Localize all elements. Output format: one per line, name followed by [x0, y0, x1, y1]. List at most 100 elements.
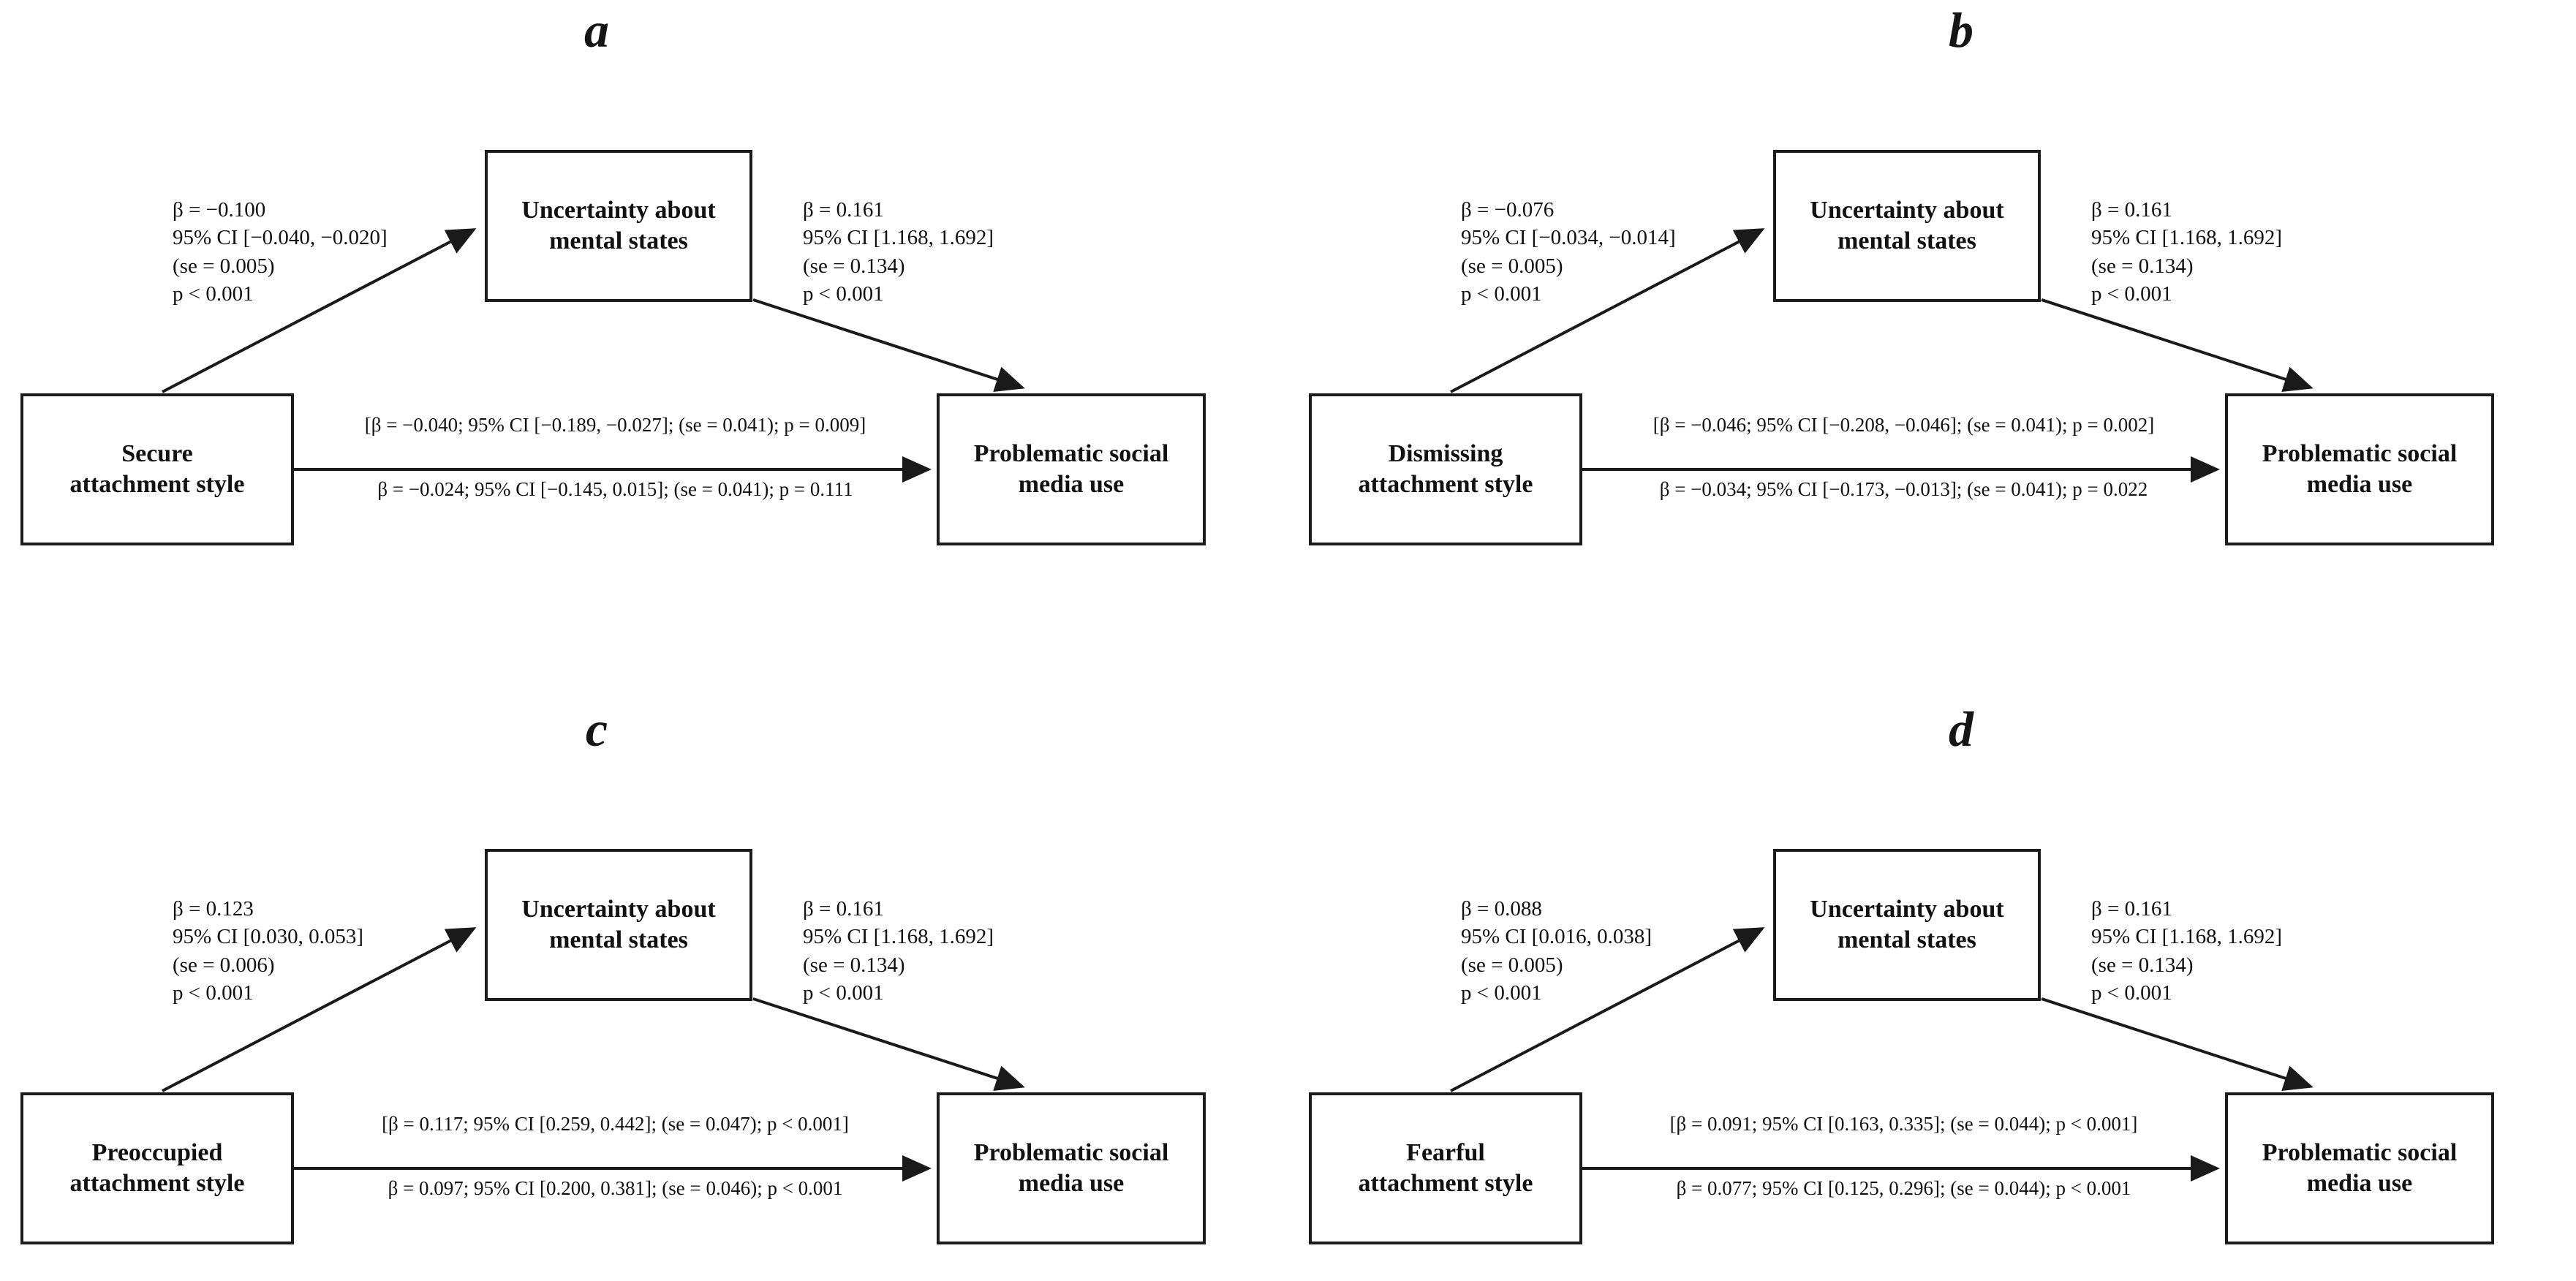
mediator-label-line2: mental states: [1837, 926, 1976, 953]
a-path-se: (se = 0.005): [173, 254, 275, 278]
path-arrows: [1450, 927, 2314, 1182]
b-path-ci: 95% CI [1.168, 1.692]: [2091, 925, 2282, 949]
total-effect-label: [β = 0.091; 95% CI [0.163, 0.335]; (se =…: [1669, 1113, 2138, 1135]
a-path-arrow: [1450, 927, 1765, 1092]
total-effect-label: [β = 0.117; 95% CI [0.259, 0.442]; (se =…: [382, 1113, 849, 1135]
b-path-se: (se = 0.134): [2091, 254, 2194, 278]
a-path-arrow: [1450, 228, 1765, 393]
mediator-box: Uncertainty about mental states: [1773, 150, 2041, 302]
predictor-label-line1: Fearful: [1406, 1138, 1485, 1166]
b-path-stats: β = 0.161 95% CI [1.168, 1.692] (se = 0.…: [803, 895, 994, 1007]
a-path-se: (se = 0.006): [173, 953, 275, 977]
outcome-label-line1: Problematic social: [2262, 1138, 2458, 1166]
b-path-p: p < 0.001: [2091, 281, 2172, 306]
outcome-label-line2: media use: [1018, 471, 1125, 498]
outcome-label: Problematic social media use: [2262, 439, 2458, 501]
b-path-arrow: [752, 997, 1025, 1091]
b-path-arrow: [752, 298, 1025, 392]
mediator-label-line1: Uncertainty about: [521, 895, 716, 923]
path-arrows: [162, 927, 1025, 1182]
panel-letter-a: a: [584, 2, 609, 58]
total-effect-label: [β = −0.040; 95% CI [−0.189, −0.027]; (s…: [364, 414, 866, 436]
a-path-ci: 95% CI [0.016, 0.038]: [1461, 925, 1652, 949]
outcome-box: Problematic social media use: [2225, 1092, 2494, 1244]
predictor-label: Dismissing attachment style: [1359, 439, 1533, 501]
b-path-stats: β = 0.161 95% CI [1.168, 1.692] (se = 0.…: [803, 196, 994, 308]
a-path-p: p < 0.001: [173, 980, 254, 1005]
panel-c: c Uncertainty about mental states: [0, 640, 1288, 1281]
predictor-box: Preoccupied attachment style: [20, 1092, 294, 1244]
predictor-box: Dismissing attachment style: [1309, 393, 1582, 545]
predictor-box: Fearful attachment style: [1309, 1092, 1582, 1244]
b-path-ci: 95% CI [1.168, 1.692]: [803, 226, 994, 250]
mediator-label-line2: mental states: [1837, 227, 1976, 254]
outcome-box: Problematic social media use: [937, 393, 1206, 545]
a-path-ci: 95% CI [0.030, 0.053]: [173, 925, 363, 949]
mediator-label: Uncertainty about mental states: [1810, 894, 2003, 956]
a-path-ci: 95% CI [−0.034, −0.014]: [1461, 226, 1676, 250]
a-path-p: p < 0.001: [173, 281, 254, 306]
a-path-se: (se = 0.005): [1461, 953, 1563, 977]
outcome-box: Problematic social media use: [2225, 393, 2494, 545]
a-path-arrow: [162, 228, 477, 393]
outcome-box: Problematic social media use: [937, 1092, 1206, 1244]
predictor-label: Fearful attachment style: [1359, 1138, 1533, 1200]
b-path-p: p < 0.001: [803, 281, 884, 306]
direct-effect-label: β = −0.024; 95% CI [−0.145, 0.015]; (se …: [377, 478, 853, 500]
b-path-se: (se = 0.134): [803, 254, 905, 278]
a-path-stats: β = 0.088 95% CI [0.016, 0.038] (se = 0.…: [1461, 895, 1652, 1007]
outcome-label: Problematic social media use: [974, 439, 1169, 501]
panel-a: a Uncertainty about mental states: [0, 0, 1288, 640]
mediator-label-line1: Uncertainty about: [521, 196, 716, 224]
b-path-ci: 95% CI [1.168, 1.692]: [2091, 226, 2282, 250]
mediator-box: Uncertainty about mental states: [1773, 849, 2041, 1001]
b-path-beta: β = 0.161: [2091, 198, 2172, 222]
b-path-beta: β = 0.161: [803, 198, 884, 222]
a-path-p: p < 0.001: [1461, 980, 1542, 1005]
predictor-label-line1: Preoccupied: [91, 1138, 223, 1166]
outcome-label-line1: Problematic social: [973, 439, 1169, 467]
predictor-label: Preoccupied attachment style: [70, 1138, 245, 1200]
b-path-stats: β = 0.161 95% CI [1.168, 1.692] (se = 0.…: [2091, 196, 2282, 308]
b-path-beta: β = 0.161: [2091, 897, 2172, 921]
a-path-beta: β = 0.123: [173, 897, 254, 921]
a-path-se: (se = 0.005): [1461, 254, 1563, 278]
outcome-label-line2: media use: [1018, 1170, 1125, 1197]
a-path-stats: β = 0.123 95% CI [0.030, 0.053] (se = 0.…: [173, 895, 363, 1007]
a-path-p: p < 0.001: [1461, 281, 1542, 306]
direct-effect-label: β = 0.077; 95% CI [0.125, 0.296]; (se = …: [1676, 1177, 2131, 1199]
a-path-beta: β = 0.088: [1461, 897, 1542, 921]
a-path-beta: β = −0.076: [1461, 198, 1555, 222]
panel-b: b Uncertainty about mental states: [1288, 0, 2576, 640]
mediator-label: Uncertainty about mental states: [521, 894, 715, 956]
b-path-se: (se = 0.134): [2091, 953, 2194, 977]
direct-effect-label: β = −0.034; 95% CI [−0.173, −0.013]; (se…: [1659, 478, 2148, 500]
predictor-label-line2: attachment style: [69, 471, 245, 498]
panel-letter-b: b: [1949, 2, 1973, 58]
a-path-ci: 95% CI [−0.040, −0.020]: [173, 226, 388, 250]
mediator-label: Uncertainty about mental states: [1810, 195, 2003, 257]
a-path-arrow: [162, 927, 477, 1092]
direct-effect-label: β = 0.097; 95% CI [0.200, 0.381]; (se = …: [388, 1177, 843, 1199]
total-effect-label: [β = −0.046; 95% CI [−0.208, −0.046]; (s…: [1653, 414, 2155, 436]
predictor-label-line2: attachment style: [1358, 471, 1533, 498]
predictor-label-line1: Dismissing: [1388, 439, 1503, 467]
mediator-label: Uncertainty about mental states: [521, 195, 715, 257]
panel-d: d Uncertainty about mental states: [1288, 640, 2576, 1281]
predictor-label-line1: Secure: [121, 439, 193, 467]
b-path-p: p < 0.001: [2091, 980, 2172, 1005]
outcome-label-line1: Problematic social: [973, 1138, 1169, 1166]
b-path-ci: 95% CI [1.168, 1.692]: [803, 925, 994, 949]
mediator-label-line2: mental states: [549, 926, 688, 953]
a-path-beta: β = −0.100: [173, 198, 266, 222]
mediator-box: Uncertainty about mental states: [485, 849, 752, 1001]
path-arrows: [1450, 228, 2314, 483]
predictor-label-line2: attachment style: [69, 1170, 245, 1197]
b-path-beta: β = 0.161: [803, 897, 884, 921]
outcome-label-line1: Problematic social: [2262, 439, 2458, 467]
mediator-box: Uncertainty about mental states: [485, 150, 752, 302]
a-path-stats: β = −0.100 95% CI [−0.040, −0.020] (se =…: [173, 196, 388, 308]
predictor-box: Secure attachment style: [20, 393, 294, 545]
predictor-label-line2: attachment style: [1358, 1170, 1533, 1197]
